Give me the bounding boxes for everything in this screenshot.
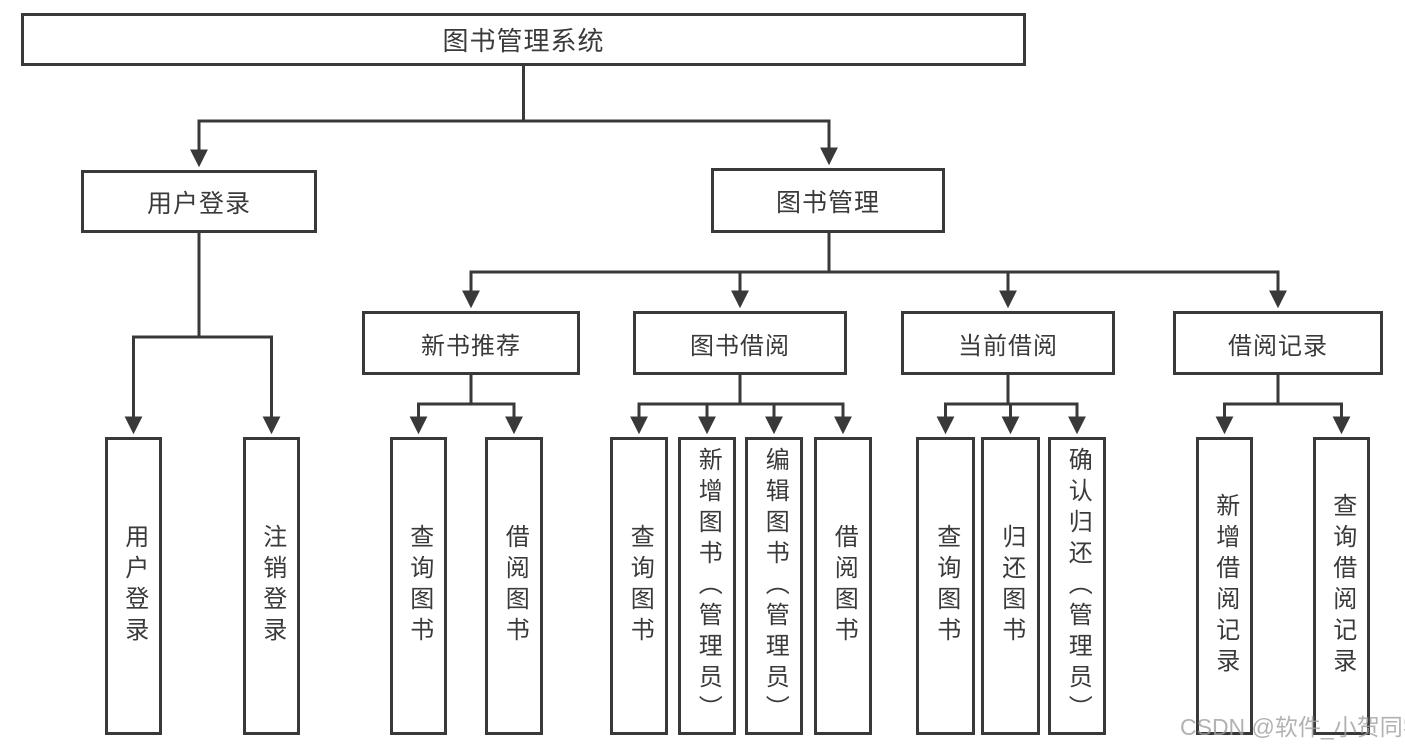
- connector-lines: [124, 64, 1351, 435]
- node-book-borrow: 图书借阅: [633, 311, 847, 375]
- leaf-query-books-2: 查询图书: [610, 437, 668, 735]
- leaf-add-books-admin: 新增图书（管理员）: [678, 437, 736, 735]
- leaf-query-books-1: 查询图书: [390, 437, 447, 735]
- leaf-logout-login: 注销登录: [243, 437, 300, 735]
- node-book-management: 图书管理: [711, 168, 945, 233]
- leaf-query-borrow-record: 查询借阅记录: [1313, 437, 1370, 735]
- leaf-confirm-return-admin: 确认归还（管理员）: [1048, 437, 1106, 735]
- leaf-borrow-books-1: 借阅图书: [485, 437, 543, 735]
- node-borrow-records: 借阅记录: [1173, 311, 1383, 375]
- leaf-user-login: 用户登录: [105, 437, 162, 735]
- leaf-query-books-3: 查询图书: [916, 437, 975, 735]
- node-current-borrow: 当前借阅: [901, 311, 1115, 375]
- leaf-borrow-books-2: 借阅图书: [814, 437, 872, 735]
- node-new-book-recommend: 新书推荐: [362, 311, 580, 375]
- leaf-add-borrow-record: 新增借阅记录: [1196, 437, 1253, 735]
- csdn-watermark: CSDN @软件_小贺同学: [1180, 714, 1405, 740]
- node-user-login: 用户登录: [81, 170, 317, 233]
- leaf-edit-books-admin: 编辑图书（管理员）: [745, 437, 803, 735]
- node-library-management-system: 图书管理系统: [21, 13, 1026, 66]
- leaf-return-books: 归还图书: [981, 437, 1040, 735]
